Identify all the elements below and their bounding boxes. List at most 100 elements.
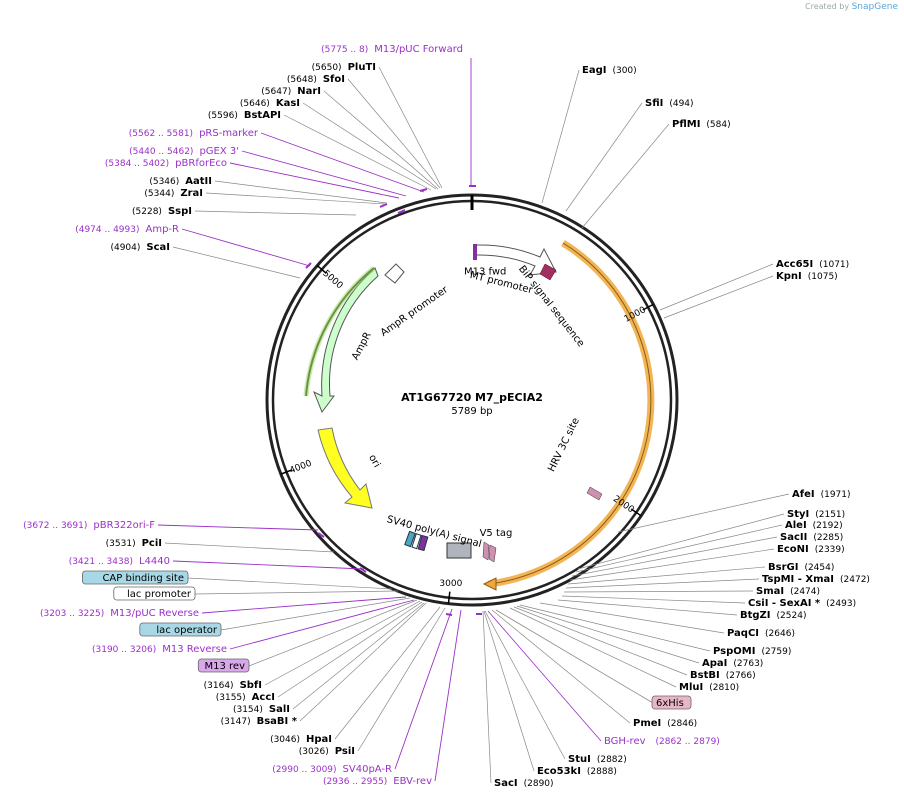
site-label: TspMI - XmaI(2472) — [762, 574, 870, 585]
leader-line — [201, 596, 407, 614]
ruler-tick — [447, 591, 451, 604]
leader-line — [229, 162, 400, 199]
site-label: lac operator — [156, 625, 217, 636]
feature-label: HRV 3C site — [546, 416, 582, 473]
site-label: M13 rev — [205, 661, 246, 672]
site-label: StuI(2882) — [568, 754, 627, 765]
feature-label: V5 tag — [480, 528, 513, 539]
site-label: (5228)SspI — [132, 206, 192, 217]
leader-line — [565, 578, 760, 589]
lac-cluster-2 — [411, 533, 422, 550]
feature-box — [113, 586, 196, 601]
site-label: ApaI(2763) — [702, 658, 763, 669]
ampr-promoter-arrow — [384, 263, 405, 284]
site-label: (5646)KasI — [240, 98, 300, 109]
feature-label: AmpR — [350, 330, 374, 362]
feature-box — [197, 658, 250, 673]
site-label: PaqCI(2646) — [727, 628, 795, 639]
feature-box — [651, 695, 692, 710]
leader-line — [577, 513, 785, 570]
site-label: lac promoter — [127, 589, 192, 600]
primer-label: (2936 .. 2955)EBV-rev — [323, 776, 432, 787]
site-label: (3026)PsiI — [299, 746, 355, 757]
ruler-tick — [316, 264, 327, 274]
leader-line — [283, 114, 432, 191]
site-labels: EagI(300)SfiI(494)PflMI(584)Acc65I(1071)… — [23, 44, 870, 789]
site-label: CAP binding site — [102, 573, 184, 584]
leader-line — [575, 524, 783, 573]
brand-created-by: Created by — [805, 2, 850, 11]
leader-line — [659, 263, 774, 311]
leader-line — [214, 180, 388, 204]
site-label: 6xHis — [656, 698, 684, 709]
plasmid-name: AT1G67720 M7_pECIA2 — [401, 391, 543, 404]
bip-signal-marker — [539, 263, 557, 281]
ampr-dark-arc-glow — [303, 266, 376, 397]
ruler-tick-label: 5000 — [321, 269, 345, 292]
leader-line — [164, 542, 335, 553]
leader-line — [205, 192, 386, 205]
site-label: (5650)PluTI — [312, 62, 376, 73]
primer-label: (3672 .. 3691)pBR322ori-F — [23, 520, 155, 531]
feature-box — [82, 570, 189, 585]
leader-line — [260, 132, 425, 193]
ruler-tick-label: 4000 — [288, 459, 313, 477]
leader-line — [491, 609, 631, 724]
leader-line — [302, 102, 437, 190]
bip-feature-arc-line — [488, 242, 652, 585]
leader-line — [378, 66, 443, 189]
lac-cluster-1 — [404, 530, 416, 548]
leader-line — [563, 590, 754, 593]
ampr-arrow — [313, 267, 379, 414]
brand-name: SnapGene — [851, 2, 898, 12]
site-label: MluI(2810) — [679, 682, 739, 693]
site-label: (3155)AccI — [216, 692, 275, 703]
leader-line — [347, 78, 441, 189]
leader-line — [495, 609, 654, 704]
leader-line — [187, 577, 393, 590]
leader-line — [513, 606, 688, 676]
site-label: (3154)SalI — [233, 704, 290, 715]
ori-arrow — [317, 427, 373, 509]
site-label: (5346)AatII — [149, 176, 212, 187]
leader-line — [482, 610, 492, 784]
sv40-polya-box — [446, 542, 472, 559]
site-label: (5647)NarI — [261, 86, 321, 97]
primer-label: BGH-rev(2862 .. 2879) — [604, 736, 720, 747]
plasmid-length: 5789 bp — [451, 406, 492, 417]
leader-line — [157, 524, 319, 531]
leader-line — [516, 605, 700, 664]
leader-lines — [157, 58, 790, 784]
primer-label: (2990 .. 3009)SV40pA-R — [272, 764, 392, 775]
leader-line — [567, 566, 766, 585]
primer-label: (3421 .. 3438)L4440 — [69, 556, 170, 567]
leader-line — [541, 69, 580, 204]
ruler-tick — [642, 303, 654, 311]
site-label: (5648)SfoI — [287, 74, 345, 85]
site-label: AfeI(1971) — [792, 489, 851, 500]
site-label: (4904)ScaI — [110, 242, 170, 253]
feature-label: M13 fwd — [464, 267, 506, 278]
leader-line — [241, 150, 407, 197]
leader-line — [539, 602, 725, 634]
site-label: KpnI(1075) — [776, 271, 838, 282]
leader-line — [565, 102, 643, 212]
hrv-3c-site-marker — [586, 486, 603, 501]
leader-line — [663, 275, 774, 319]
site-label: StyI(2151) — [787, 509, 845, 520]
v5-tag-marker-2 — [488, 544, 497, 563]
primer-tick — [317, 532, 325, 538]
primer-tick — [397, 209, 406, 214]
site-label: BsrGI(2454) — [768, 562, 834, 573]
bip-arrow-head — [482, 577, 497, 591]
site-label: SacII(2285) — [780, 532, 843, 543]
primer-label: (5562 .. 5581)pRS-marker — [129, 128, 259, 139]
leader-line — [434, 609, 462, 782]
leader-line — [323, 90, 439, 190]
leader-line — [248, 599, 418, 667]
site-label: AleI(2192) — [785, 520, 843, 531]
leader-line — [357, 607, 446, 752]
site-label: PflMI(584) — [672, 119, 731, 130]
leader-line — [561, 595, 746, 604]
